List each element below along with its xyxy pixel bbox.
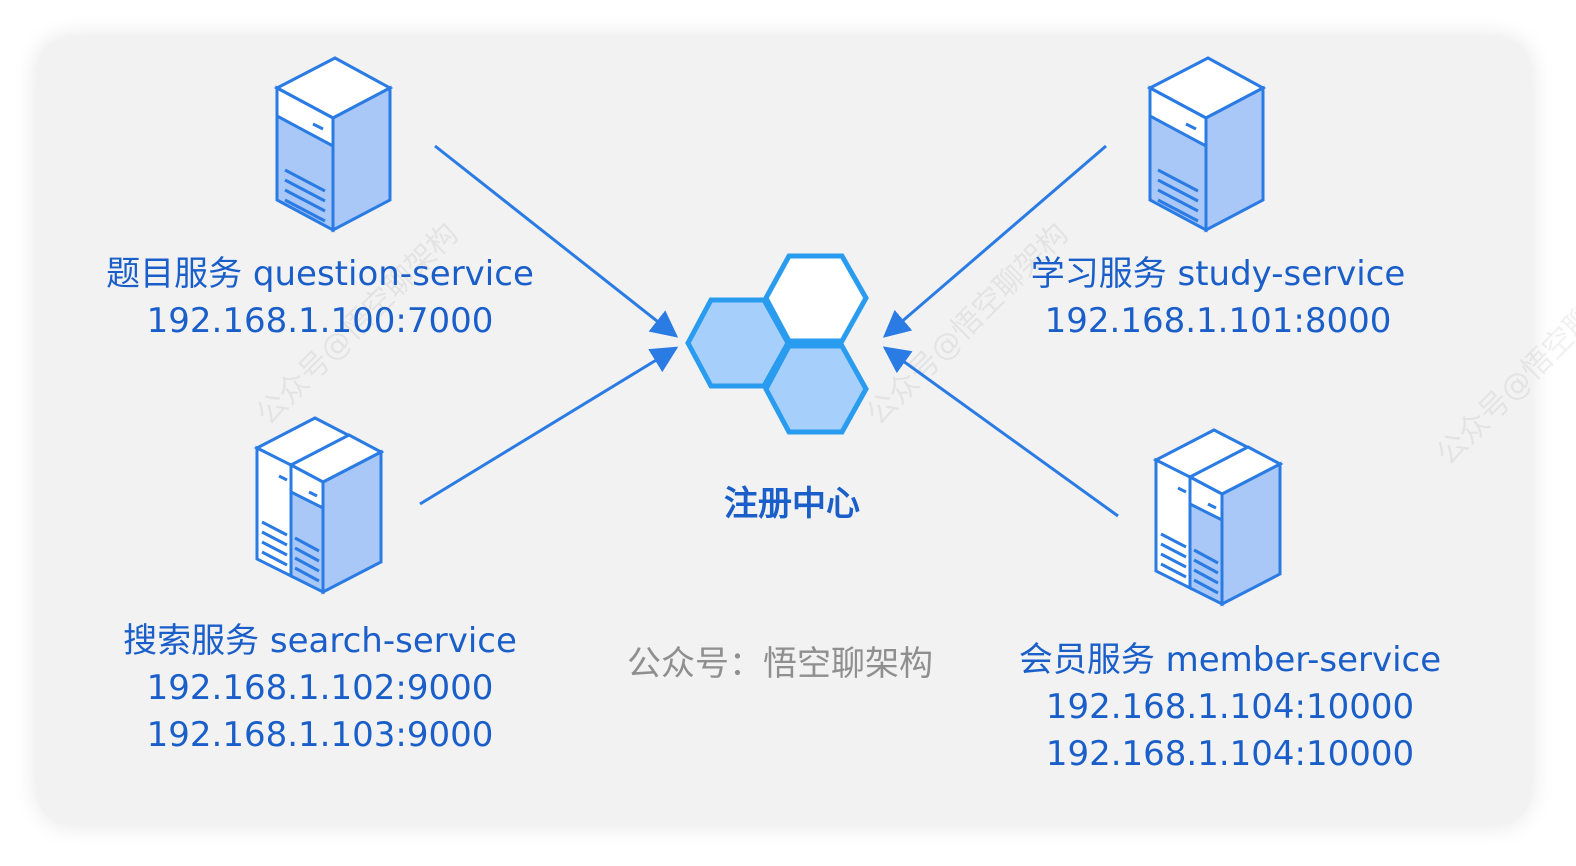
service-ip: 192.168.1.104:10000 [1045,687,1415,727]
wechat-account-text: 公众号：悟空聊架构 [627,644,933,684]
server-icon-search [255,416,383,594]
server-icon-question [275,56,392,232]
server-icon-study [1148,56,1265,232]
service-ip: 192.168.1.104:10000 [1045,734,1415,774]
service-label-search: 搜索服务 search-service 192.168.1.102:9000 1… [70,618,570,759]
service-label-study: 学习服务 study-service 192.168.1.101:8000 [968,251,1468,345]
arrow-question [434,144,679,338]
service-ip: 192.168.1.103:9000 [146,715,494,755]
service-label-member: 会员服务 member-service 192.168.1.104:10000 … [970,637,1490,778]
service-ip: 192.168.1.102:9000 [146,668,494,708]
service-name: 会员服务 member-service [1018,640,1442,680]
service-label-question: 题目服务 question-service 192.168.1.100:7000 [70,251,570,345]
service-ip: 192.168.1.100:7000 [146,301,494,341]
registry-hexagon-icon [685,253,869,435]
registry-label: 注册中心 [724,484,860,524]
server-icon-member [1154,428,1282,606]
arrow-member [882,346,1119,518]
service-ip: 192.168.1.101:8000 [1044,301,1392,341]
service-name: 题目服务 question-service [106,254,534,294]
service-name: 搜索服务 search-service [123,621,517,661]
arrow-search [419,346,679,506]
service-name: 学习服务 study-service [1030,254,1406,294]
arrow-study [882,144,1107,338]
